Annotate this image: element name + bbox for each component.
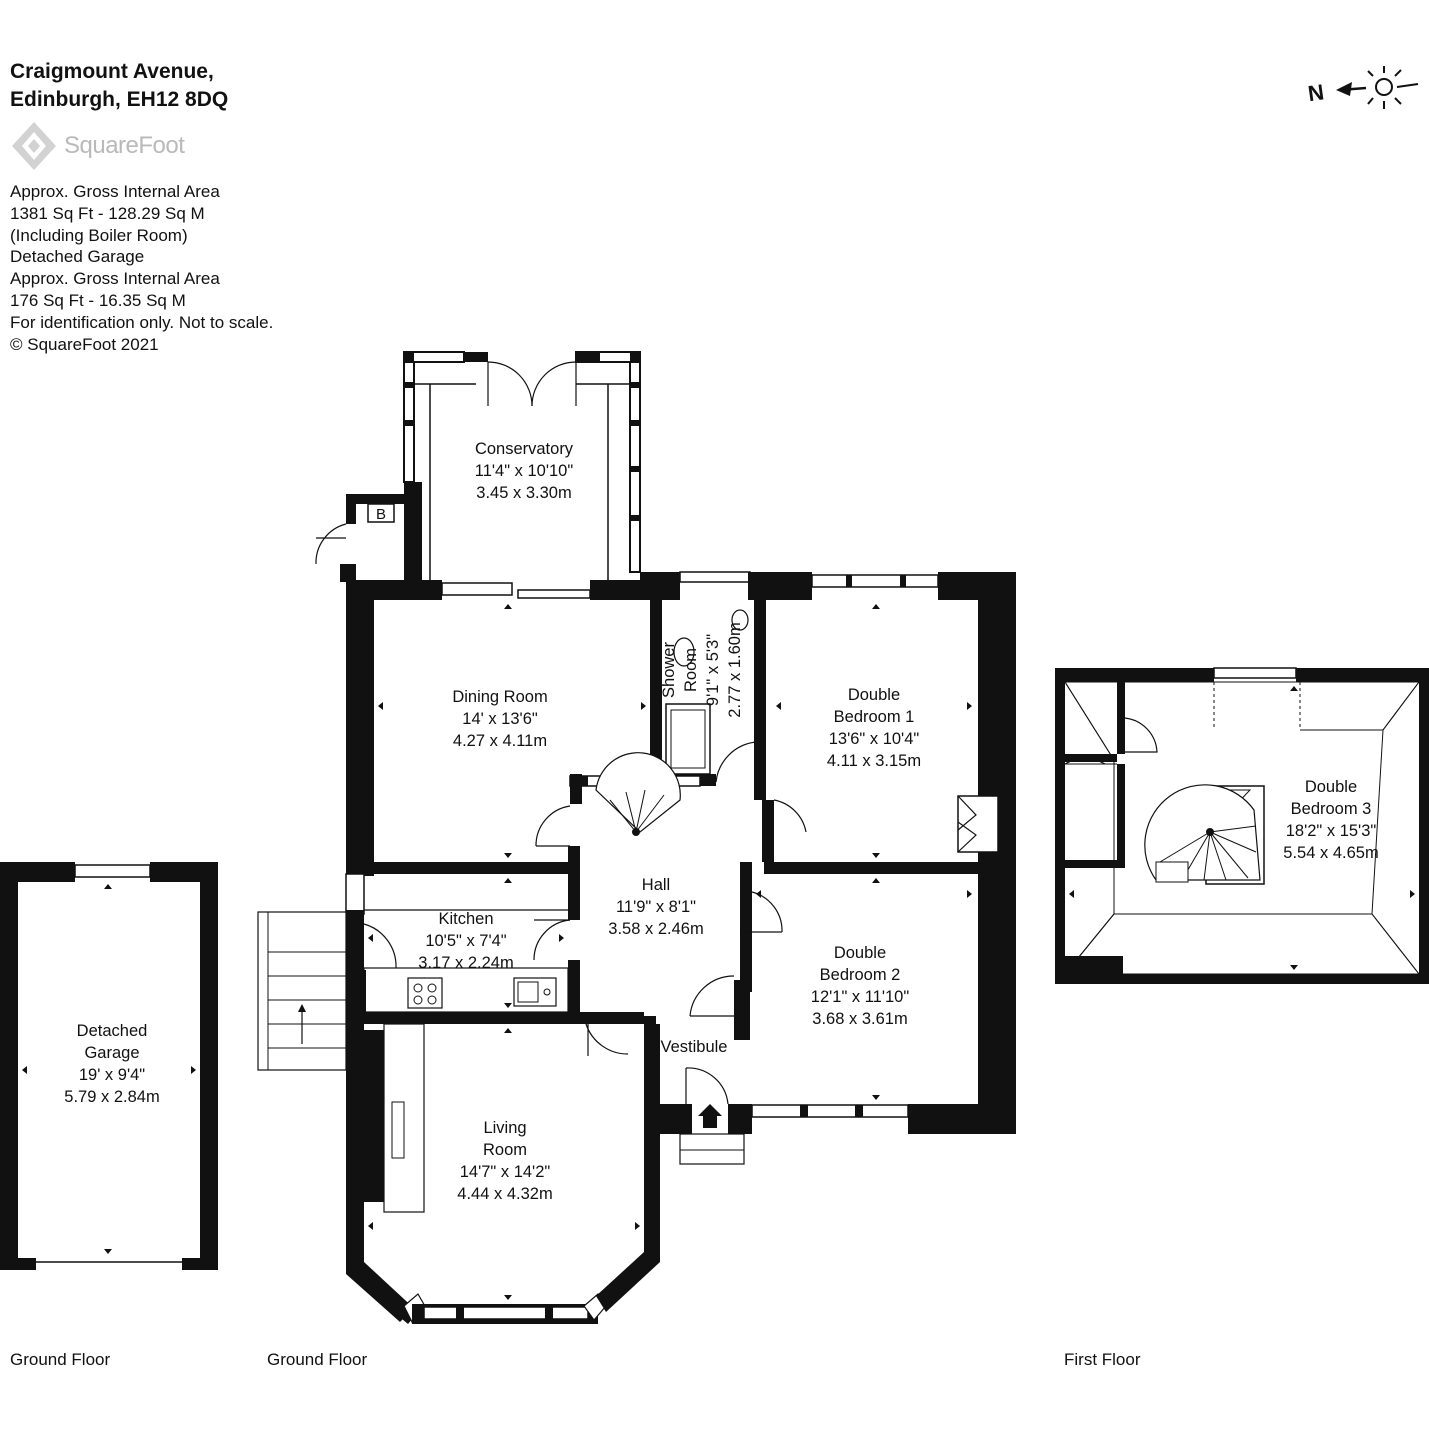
first-floor-plan [1055,667,1429,984]
bedroom1-name-2: Bedroom 1 [834,708,915,726]
address-line-2: Edinburgh, EH12 8DQ [10,88,229,111]
living-metric: 4.44 x 4.32m [457,1185,552,1203]
north-label: N [1306,79,1325,106]
info-line: 176 Sq Ft - 16.35 Sq M [10,290,186,310]
bedroom3-name-2: Bedroom 3 [1291,800,1372,818]
floor-label-first: First Floor [1064,1350,1141,1369]
boiler-label: B [376,506,386,523]
info-line: Approx. Gross Internal Area [10,182,220,201]
info-line: © SquareFoot 2021 [10,334,159,354]
dimension-markers [22,604,1415,1300]
living-imperial: 14'7" x 14'2" [460,1163,551,1181]
kitchen-imperial: 10'5" x 7'4" [425,932,506,950]
info-line: Detached Garage [10,247,145,267]
garage-name-2: Garage [84,1044,139,1062]
living-name-2: Room [483,1141,527,1159]
shower-name-2: Room [682,648,700,692]
bedroom1-name-1: Double [848,686,900,704]
dining-name: Dining Room [452,688,547,706]
hall-imperial: 11'9" x 8'1" [616,898,696,916]
vestibule-name: Vestibule [661,1038,728,1056]
garage-imperial: 19' x 9'4" [79,1066,145,1084]
bedroom3-name-1: Double [1305,778,1357,796]
floor-label-main: Ground Floor [267,1350,368,1369]
info-line: For identification only. Not to scale. [10,312,274,332]
garage-metric: 5.79 x 2.84m [64,1088,159,1106]
squarefoot-logo: SquareFoot [10,120,210,172]
living-name-1: Living [483,1119,526,1137]
kitchen-metric: 3.17 x 2.24m [418,954,513,972]
shower-metric: 2.77 x 1.60m [726,622,744,717]
bedroom2-metric: 3.68 x 3.61m [812,1010,907,1028]
hall-metric: 3.58 x 2.46m [608,920,703,938]
logo-text: SquareFoot [64,132,185,159]
conservatory-imperial: 11'4" x 10'10" [475,462,574,480]
bedroom2-name-2: Bedroom 2 [820,966,901,984]
floor-label-garage: Ground Floor [10,1350,111,1369]
compass: N [1306,66,1419,109]
hall-name: Hall [642,876,670,894]
bedroom2-name-1: Double [834,944,886,962]
squarefoot-logo-icon [12,122,56,170]
bedroom3-metric: 5.54 x 4.65m [1283,844,1378,862]
main-ground-floor-plan: B [257,351,1016,1324]
bedroom3-imperial: 18'2" x 15'3" [1286,822,1377,840]
dining-imperial: 14' x 13'6" [462,710,538,728]
garage-name-1: Detached [77,1022,148,1040]
shower-name-1: Shower [660,642,678,698]
shower-room-label: Shower Room 9'1" x 5'3" 2.77 x 1.60m [660,622,744,717]
garage-plan [0,862,218,1270]
conservatory-metric: 3.45 x 3.30m [476,484,571,502]
address-line-1: Craigmount Avenue, [10,60,214,83]
kitchen-name: Kitchen [438,910,493,928]
sun-icon [1367,66,1419,109]
info-line: 1381 Sq Ft - 128.29 Sq M [10,203,205,223]
info-line: Approx. Gross Internal Area [10,269,220,289]
area-info: Approx. Gross Internal Area 1381 Sq Ft -… [10,181,273,355]
dining-metric: 4.27 x 4.11m [453,732,547,750]
shower-imperial: 9'1" x 5'3" [704,634,722,706]
conservatory-name: Conservatory [475,440,574,458]
room-labels: Conservatory 11'4" x 10'10" 3.45 x 3.30m… [64,440,1378,1203]
bedroom1-imperial: 13'6" x 10'4" [829,730,920,748]
bedroom2-imperial: 12'1" x 11'10" [811,988,910,1006]
info-line: (Including Boiler Room) [10,225,188,245]
bedroom1-metric: 4.11 x 3.15m [827,752,921,770]
